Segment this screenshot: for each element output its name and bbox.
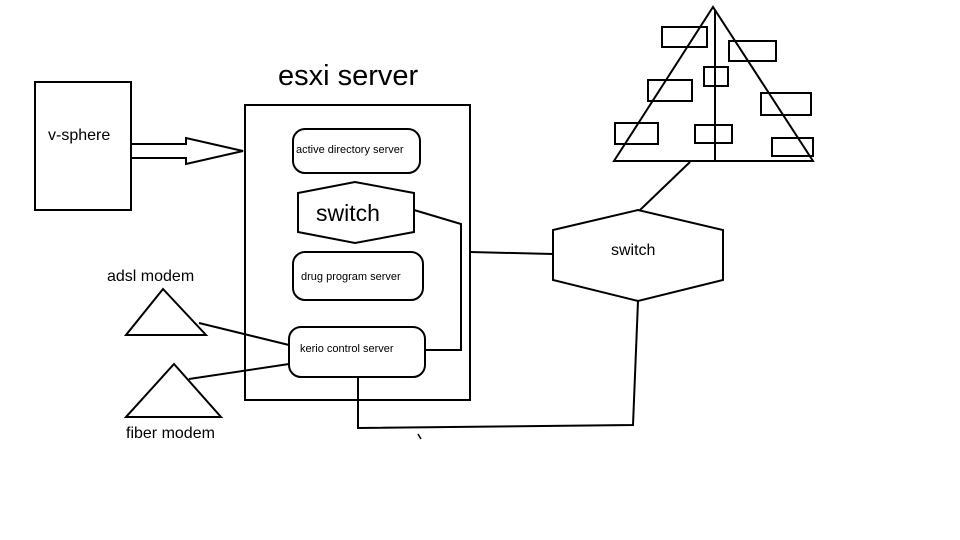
- switch-to-kerio-link: [413, 209, 462, 351]
- fiber-to-kerio-link: [188, 363, 290, 380]
- client-box: [694, 124, 733, 144]
- client-box: [728, 40, 777, 62]
- drug-program-node: [292, 251, 424, 301]
- vsphere-box: [34, 81, 132, 211]
- client-box: [771, 137, 814, 157]
- fiber-modem-label: fiber modem: [126, 425, 215, 442]
- drug-program-label: drug program server: [301, 271, 401, 283]
- stray-mark: [417, 433, 422, 440]
- adsl-to-kerio-link: [198, 322, 290, 346]
- network-tree-triangle: [612, 5, 815, 162]
- fiber-modem-triangle: [123, 362, 224, 418]
- external-switch-node: [552, 208, 724, 303]
- internal-switch-label: switch: [316, 200, 380, 226]
- switch-to-tree-link: [639, 161, 691, 211]
- esxi-to-switch-link: [469, 251, 554, 255]
- kerio-label: kerio control server: [300, 343, 394, 355]
- active-directory-label: active directory server: [296, 144, 404, 156]
- active-directory-node: [292, 128, 421, 174]
- external-switch-label: switch: [611, 242, 656, 259]
- vsphere-label: v-sphere: [48, 127, 111, 144]
- adsl-modem-label: adsl modem: [107, 268, 195, 285]
- kerio-to-switch-link: [357, 300, 639, 430]
- adsl-modem-triangle: [123, 287, 209, 336]
- client-box: [647, 79, 693, 102]
- client-box: [661, 26, 708, 48]
- vsphere-arrow: [131, 136, 244, 166]
- client-box: [703, 66, 729, 87]
- client-box: [760, 92, 812, 116]
- client-box: [614, 122, 659, 145]
- diagram-title: esxi server: [278, 60, 419, 92]
- internal-switch-node: [297, 180, 415, 245]
